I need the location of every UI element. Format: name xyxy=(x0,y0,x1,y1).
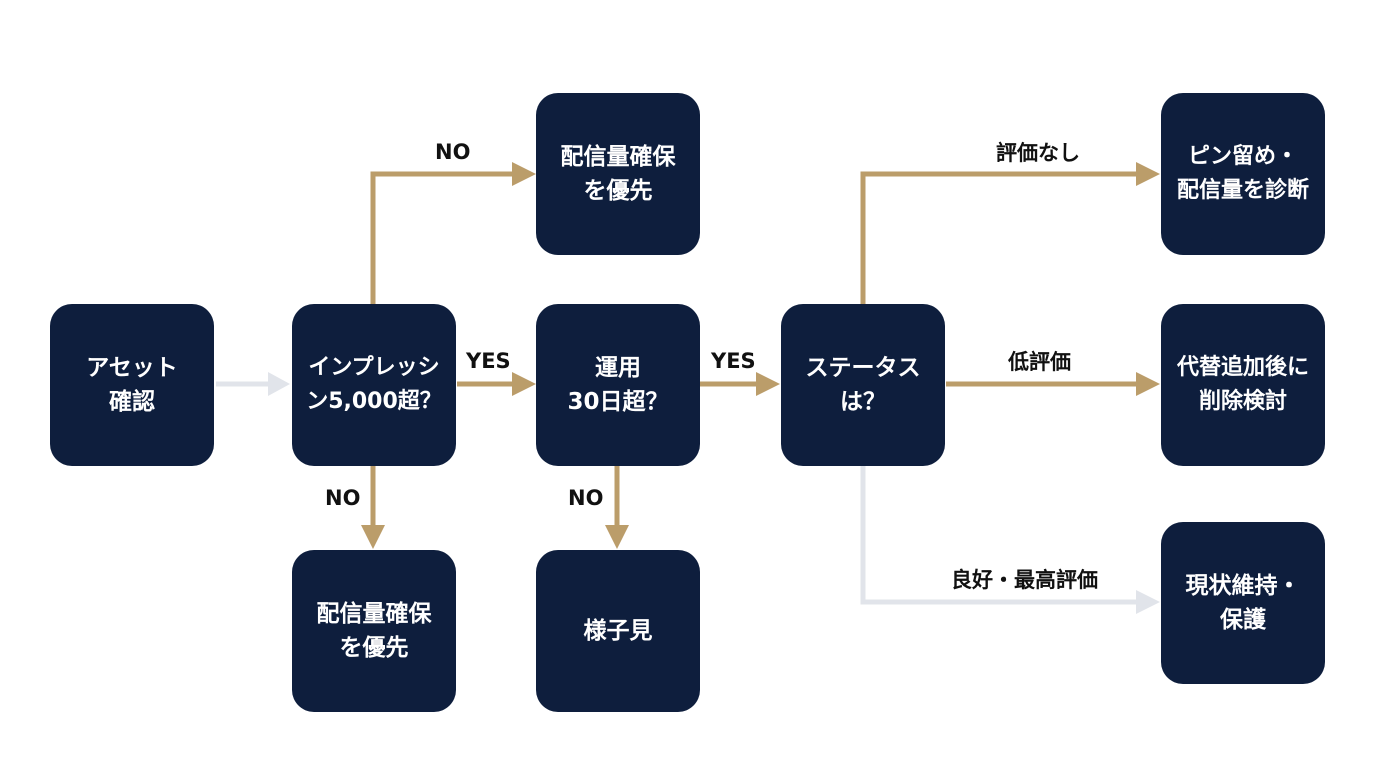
arrowhead-status-none xyxy=(1136,162,1160,186)
node-keep-protect: 現状維持・ 保護 xyxy=(1161,522,1325,684)
label-impressions-no-up: NO xyxy=(435,140,471,164)
node-impressions-question: インプレッシ ン5,000超？ xyxy=(292,304,456,466)
arrowhead-impressions-no-down xyxy=(361,525,385,549)
node-secure-delivery-top: 配信量確保 を優先 xyxy=(536,93,700,255)
node-secure-delivery-bottom: 配信量確保 を優先 xyxy=(292,550,456,712)
node-pin-diagnose-text: ピン留め・ 配信量を診断 xyxy=(1176,144,1309,203)
arrowhead-status-low xyxy=(1136,372,1160,396)
arrowhead-impressions-yes xyxy=(512,372,536,396)
label-impressions-yes: YES xyxy=(466,349,511,373)
label-impressions-no-down: NO xyxy=(325,486,361,510)
node-days-question-text: 運用 30日超？ xyxy=(567,355,669,415)
label-status-none: 評価なし xyxy=(996,141,1080,165)
node-secure-delivery-top-text: 配信量確保 を優先 xyxy=(560,144,676,204)
node-status-question-text: ステータス は？ xyxy=(805,355,921,415)
arrowhead-days-yes xyxy=(756,372,780,396)
node-wait-and-see: 様子見 xyxy=(536,550,700,712)
node-replace-delete: 代替追加後に 削除検討 xyxy=(1161,304,1325,466)
node-secure-delivery-bottom-text: 配信量確保 を優先 xyxy=(316,601,432,661)
node-wait-and-see-text: 様子見 xyxy=(583,618,653,644)
arrowhead-status-good xyxy=(1136,590,1160,614)
arrowhead-impressions-no-up xyxy=(512,162,536,186)
node-keep-protect-text: 現状維持・ 保護 xyxy=(1185,573,1301,633)
node-status-question: ステータス は？ xyxy=(781,304,945,466)
edge-status-none xyxy=(860,171,1138,304)
label-days-yes: YES xyxy=(711,349,756,373)
label-status-low: 低評価 xyxy=(1008,350,1071,374)
node-asset-check-text: アセット 確認 xyxy=(86,355,178,415)
label-status-good: 良好・最高評価 xyxy=(951,568,1098,592)
label-days-no: NO xyxy=(568,486,604,510)
node-pin-diagnose: ピン留め・ 配信量を診断 xyxy=(1161,93,1325,255)
node-days-question: 運用 30日超？ xyxy=(536,304,700,466)
edge-impressions-no-up xyxy=(370,171,514,304)
edge-status-good xyxy=(860,465,1138,605)
arrowhead-days-no xyxy=(605,525,629,549)
node-asset-check: アセット 確認 xyxy=(50,304,214,466)
node-impressions-question-text: インプレッシ ン5,000超？ xyxy=(306,355,442,414)
arrowhead-asset-to-impressions xyxy=(268,372,290,396)
node-replace-delete-text: 代替追加後に 削除検討 xyxy=(1176,355,1309,414)
